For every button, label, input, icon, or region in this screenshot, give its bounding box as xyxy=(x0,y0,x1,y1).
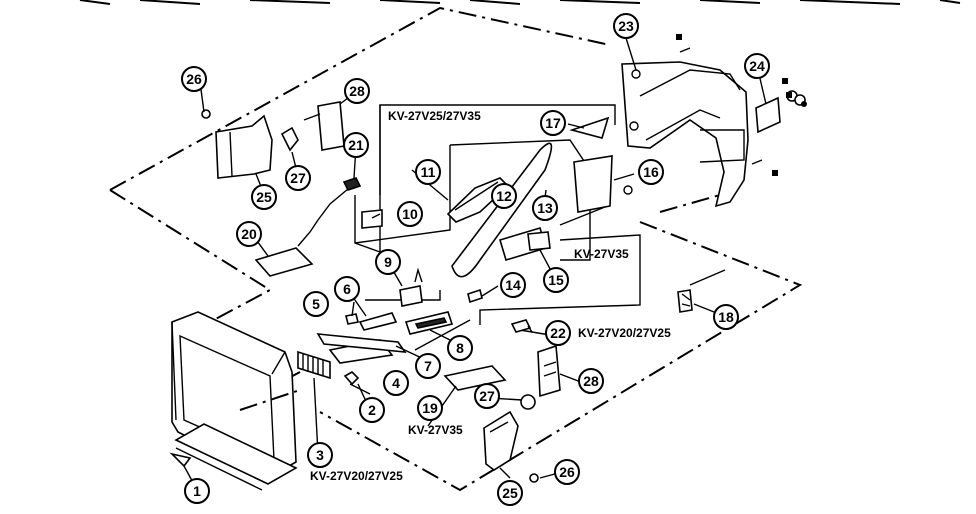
svg-text:10: 10 xyxy=(402,206,418,222)
svg-text:19: 19 xyxy=(422,400,438,416)
callout-24: 24 xyxy=(744,53,770,79)
svg-text:25: 25 xyxy=(256,189,272,205)
model-label-kv27v20-27v25-right: KV-27V20/27V25 xyxy=(578,326,671,340)
callout-19: 19 xyxy=(417,395,443,421)
callout-17: 17 xyxy=(540,110,566,136)
front-right-parts xyxy=(483,289,693,483)
callout-10: 10 xyxy=(397,201,423,227)
callout-20: 20 xyxy=(236,221,262,247)
svg-text:8: 8 xyxy=(456,340,464,356)
svg-text:20: 20 xyxy=(241,226,257,242)
svg-text:4: 4 xyxy=(392,375,400,391)
model-label-kv27v20-27v25-bottom: KV-27V20/27V25 xyxy=(310,469,403,483)
callout-14: 14 xyxy=(500,272,526,298)
callout-3: 3 xyxy=(307,442,333,468)
svg-text:14: 14 xyxy=(505,277,521,293)
svg-text:12: 12 xyxy=(496,188,512,204)
svg-text:17: 17 xyxy=(545,115,561,131)
model-label-kv27v35-right: KV-27V35 xyxy=(574,247,629,261)
svg-text:23: 23 xyxy=(618,18,634,34)
svg-text:5: 5 xyxy=(312,296,320,312)
callout-6: 6 xyxy=(334,276,360,302)
callout-15: 15 xyxy=(543,267,569,293)
svg-text:22: 22 xyxy=(550,325,566,341)
svg-text:9: 9 xyxy=(384,254,392,270)
top-edge-marks xyxy=(79,0,961,5)
svg-text:21: 21 xyxy=(348,137,364,153)
speaker-grille xyxy=(297,350,331,380)
svg-text:1: 1 xyxy=(193,483,201,499)
callout-18: 18 xyxy=(713,304,739,330)
callout-2: 2 xyxy=(359,397,385,423)
model-label-top: KV-27V25/27V35 xyxy=(388,109,481,123)
svg-text:18: 18 xyxy=(718,309,734,325)
callout-21: 21 xyxy=(343,132,369,158)
bracket-and-screws xyxy=(676,34,807,176)
small-parts xyxy=(254,177,507,391)
callout-12: 12 xyxy=(491,183,517,209)
svg-text:11: 11 xyxy=(421,164,436,180)
svg-text:13: 13 xyxy=(537,200,553,216)
svg-text:2: 2 xyxy=(368,402,376,418)
svg-text:25: 25 xyxy=(502,485,518,501)
tube-assembly xyxy=(446,116,633,304)
svg-text:26: 26 xyxy=(559,464,575,480)
callout-16: 16 xyxy=(638,159,664,185)
callout-26-bottom: 26 xyxy=(554,459,580,485)
svg-text:27: 27 xyxy=(290,170,306,186)
callout-9: 9 xyxy=(375,249,401,275)
svg-text:15: 15 xyxy=(548,272,564,288)
tv-front-cabinet xyxy=(169,311,301,491)
callout-13: 13 xyxy=(532,195,558,221)
callout-28-top: 28 xyxy=(344,78,370,104)
callout-23: 23 xyxy=(613,13,639,39)
rear-left-parts xyxy=(201,101,345,179)
callout-5: 5 xyxy=(303,291,329,317)
model-label-kv27v35-bottom: KV-27V35 xyxy=(408,423,463,437)
callout-26-top: 26 xyxy=(181,66,207,92)
callout-27-top: 27 xyxy=(285,165,311,191)
svg-text:27: 27 xyxy=(479,388,495,404)
callout-4: 4 xyxy=(383,370,409,396)
callout-28-bottom: 28 xyxy=(578,368,604,394)
callout-25-bottom: 25 xyxy=(497,480,523,506)
svg-text:26: 26 xyxy=(186,71,202,87)
callout-22: 22 xyxy=(545,320,571,346)
svg-text:7: 7 xyxy=(424,358,432,374)
callout-1: 1 xyxy=(184,478,210,504)
callout-27-bottom: 27 xyxy=(474,383,500,409)
svg-text:16: 16 xyxy=(643,164,659,180)
svg-text:24: 24 xyxy=(749,58,765,74)
svg-text:28: 28 xyxy=(349,83,365,99)
svg-text:6: 6 xyxy=(343,281,351,297)
callout-25-top: 25 xyxy=(251,184,277,210)
svg-text:28: 28 xyxy=(583,373,599,389)
callout-7: 7 xyxy=(415,353,441,379)
callout-11: 11 xyxy=(415,159,441,185)
callout-8: 8 xyxy=(447,335,473,361)
svg-text:3: 3 xyxy=(316,447,324,463)
rear-cover xyxy=(621,47,763,208)
